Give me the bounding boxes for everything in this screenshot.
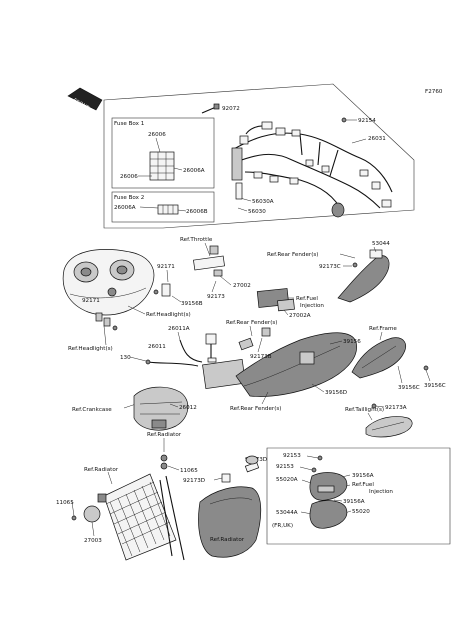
ref-fuel-injection-2a: Ref.Fuel [352,482,374,488]
fuse-box-2-title: Fuse Box 2 [114,195,144,201]
fuse-box-1-frame [111,117,215,189]
ref-frame: Ref.Frame [369,326,397,332]
fuse-box-2-part-b: 26006B [186,209,208,215]
part-39156C-a: 39156C [398,385,420,391]
seat-cover-icon [337,249,390,303]
part-39156C-b: 39156C [424,383,446,389]
bolt-icon-92153b [311,467,317,473]
bolt-icon-a [371,403,377,409]
fuse-box-2-part-a: 26006A [114,205,136,211]
throttle-connector-icon [193,245,225,277]
fuse-box-1-part-b: 26006A [183,168,205,174]
part-56030: 56030 [248,209,266,215]
ref-radiator-2: Ref.Radiator [84,467,119,473]
part-92173B: 92173B [250,354,272,360]
radiator-shroud-icon [198,455,262,558]
battery-lead-icon [179,333,217,363]
fuse-box-1-title: Fuse Box 1 [114,121,145,127]
part-39156: 39156 [343,339,361,345]
part-92154: 92154 [358,118,376,124]
harness-panel [103,83,415,229]
clip-icon [153,283,171,297]
part-55020: 55020 [352,509,370,515]
part-39156D: 39156D [325,390,347,396]
ref-radiator-1: Ref.Radiator [147,432,182,438]
connector-icon [95,312,118,331]
battery-icon [202,357,246,390]
part-27003: 27003 [84,538,102,544]
ref-throttle: Ref.Throttle [180,237,213,243]
headlight-assembly-icon [62,249,155,316]
ref-fuel-injection-1b: Injection [300,303,324,309]
part-92171-b: 92171 [82,298,100,304]
part-39156A-2: 39156A [343,499,365,505]
bolt-icon-c [352,262,358,268]
part-53044: 53044 [372,241,390,247]
front-arrow-icon: FRONT [67,87,103,112]
ref-headlight-1: Ref.Headlight(s) [146,312,191,318]
fr-uk-panel [266,447,451,545]
fr-uk-label: (FR,UK) [272,523,293,529]
part-92173: 92173 [207,294,225,300]
part-11065-a: 11065 [180,468,198,474]
ref-crankcase: Ref.Crankcase [72,407,112,413]
part-39156B: 39156B [181,301,203,307]
part-39156A: 39156A [352,473,374,479]
part-26011A: 26011A [168,326,190,332]
fuse-icon [157,204,179,215]
screw-icon [341,117,347,123]
part-92153-b: 92153 [276,464,294,470]
crankcase-sensor-icon [133,386,189,431]
ground-cable-icon [145,359,199,367]
part-53044A: 53044A [276,510,298,516]
part-27002A: 27002A [289,313,311,319]
bolt-icon [201,103,220,114]
part-27002: 27002 [233,283,251,289]
part-26011: 26011 [148,344,166,350]
fuse-block-icon [149,151,175,181]
clamp-icon [221,461,260,483]
fuse-box-2-frame [111,191,215,223]
ref-taillight: Ref.Taillight(s) [345,407,384,413]
rear-fender-body-icon [235,327,357,397]
taillight-icon [365,416,413,438]
part-56030A: 56030A [252,199,274,205]
part-92153-a: 92153 [283,453,301,459]
grommet-icon [160,454,168,470]
part-92173D-b: 92173D [183,478,205,484]
fuse-box-1-part-a: 26006 [148,132,166,138]
fuse-box-1-part-c: 26006 [120,174,138,180]
part-26031: 26031 [368,136,386,142]
part-92173A: 92173A [385,405,407,411]
rear-frame-icon [351,337,406,379]
ref-fuel-injection-1a: Ref.Fuel [296,296,318,302]
part-92072: 92072 [222,106,240,112]
ref-rear-fender-2: Ref.Rear Fender(s) [226,320,277,326]
bolt-icon-92153a [317,455,323,461]
ref-rear-fender-1: Ref.Rear Fender(s) [267,252,318,258]
part-92171-a: 92171 [157,264,175,270]
ecu-bracket-icon [309,472,348,529]
part-26012: 26012 [179,405,197,411]
ref-headlight-2: Ref.Headlight(s) [68,346,113,352]
part-55020A: 55020A [276,477,298,483]
radiator-icon [83,473,185,561]
bolt-icon-frame [423,365,429,371]
part-11065-b: 11065 [56,500,74,506]
figure-code: F2760 [425,89,443,95]
part-92173C: 92173C [319,264,341,270]
wiring-harness-icon [231,121,393,218]
ecu-icon [256,288,295,312]
screw-icon-rad [71,515,77,521]
ref-rear-fender-3: Ref.Rear Fender(s) [230,406,281,412]
ref-radiator-3: Ref.Radiator [210,537,245,543]
ref-fuel-injection-2b: Injection [369,489,393,495]
part-130: 130 [120,355,131,361]
